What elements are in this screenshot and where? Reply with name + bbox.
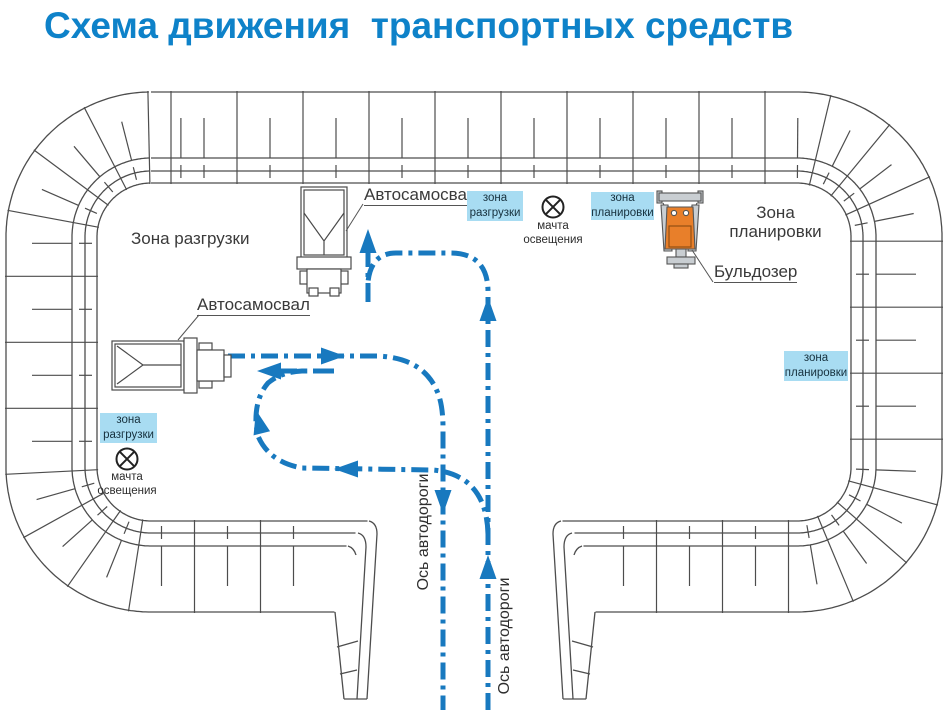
direction-arrows [253, 229, 497, 579]
lighting-mast-left-icon [115, 447, 139, 471]
mast-line: мачта [537, 220, 569, 232]
lighting-mast-top-icon [541, 195, 565, 219]
lighting-mast-top-label: мачта освещения [508, 220, 598, 248]
unloading-zone-label: Зона разгрузки [131, 229, 250, 248]
movement-arrowhead [253, 410, 271, 436]
right-road-axis-path [365, 250, 491, 710]
badge-unloading-zone-top: зона разгрузки [467, 191, 523, 221]
movement-arrowhead [334, 460, 358, 478]
movement-arrowhead [321, 347, 345, 365]
berm-slope-ticks [5, 90, 943, 613]
dump-truck-left-label: Автосамосвал [197, 295, 310, 316]
movement-arrowhead [479, 555, 497, 579]
mast-line: освещения [97, 484, 157, 497]
badge-line: зона [610, 192, 635, 205]
berm-track-outline [5, 91, 943, 613]
planning-zone-line2: планировки [729, 221, 822, 241]
badge-line: зона [803, 352, 829, 365]
label-leader-lines [177, 203, 714, 341]
badge-line: зона [482, 192, 508, 205]
road-axis-left-label: Ось автодороги [415, 473, 432, 591]
bulldozer-icon [656, 190, 704, 269]
movement-paths [228, 229, 497, 710]
road-axis-right-label: Ось автодороги [496, 577, 513, 695]
bulldozer-label: Бульдозер [714, 262, 798, 283]
diagram-title: Схема движения транспортных средств [44, 5, 794, 46]
planning-zone-line1: Зона [756, 203, 795, 222]
entry-loop-path [253, 368, 491, 535]
badge-line: планировки [591, 207, 654, 219]
badge-planning-zone-right: зона планировки [784, 351, 848, 381]
lighting-mast-left-label: мачта освещения [82, 471, 172, 499]
badge-line: разгрузки [469, 207, 521, 219]
movement-arrowhead [359, 229, 377, 253]
berm-entrance-spouts [334, 520, 596, 700]
movement-arrowhead [479, 297, 497, 321]
dump-truck-top-icon [296, 186, 352, 297]
badge-line: разгрузки [103, 429, 154, 441]
exit-road-path [228, 353, 446, 710]
movement-arrowhead [257, 362, 281, 380]
planning-zone-label: Зона планировки [723, 203, 828, 241]
mast-line: мачта [111, 471, 143, 483]
badge-unloading-zone-left: зона разгрузки [100, 413, 157, 443]
dump-truck-top-label: Автосамосвал [364, 185, 477, 206]
left-spout-ticks [336, 640, 359, 675]
mast-line: освещения [523, 233, 583, 246]
movement-arrowhead [434, 490, 452, 514]
badge-line: планировки [784, 367, 848, 379]
badge-line: зона [116, 414, 141, 427]
dump-truck-left-icon [111, 337, 232, 394]
right-spout [552, 520, 596, 700]
left-spout [334, 520, 378, 700]
badge-planning-zone-top: зона планировки [591, 192, 654, 220]
right-spout-ticks [571, 640, 594, 675]
